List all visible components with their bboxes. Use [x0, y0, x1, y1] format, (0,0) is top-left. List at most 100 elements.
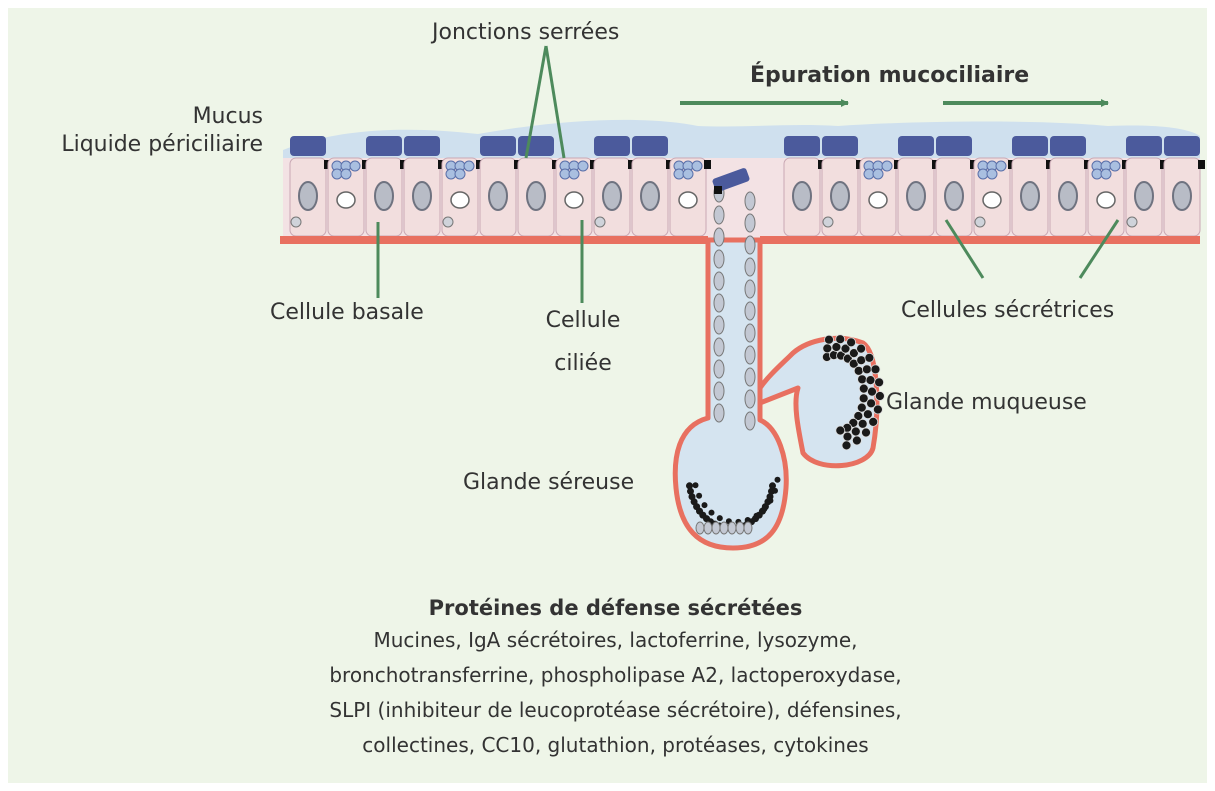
mucous-granule — [866, 376, 875, 385]
duct-cell-nucleus — [714, 338, 724, 356]
duct-cell-nucleus — [714, 382, 724, 400]
ciliated-cell-nucleus — [603, 182, 621, 210]
ciliated-cell-nucleus — [907, 182, 925, 210]
cilia-cap — [822, 136, 858, 156]
ciliated-cell-nucleus — [1135, 182, 1153, 210]
ciliated-cell-nucleus — [1173, 182, 1191, 210]
mucous-granule — [825, 335, 834, 344]
duct-cell-nucleus — [714, 360, 724, 378]
secretory-cell-nucleus — [679, 192, 697, 208]
cilia-cap — [1126, 136, 1162, 156]
mucous-granule — [847, 338, 856, 347]
duct-cell-nucleus — [745, 390, 755, 408]
basement-membrane-right — [760, 236, 1200, 244]
basal-cell — [975, 217, 985, 227]
mucous-granule — [858, 375, 867, 384]
basal-cell — [595, 217, 605, 227]
ciliated-cell-nucleus — [527, 182, 545, 210]
secretory-cell-nucleus — [451, 192, 469, 208]
basement-membrane-left — [280, 236, 708, 244]
duct-cell-nucleus — [745, 236, 755, 254]
serous-granule — [775, 477, 781, 483]
serous-granule — [709, 510, 715, 516]
mucous-granule — [851, 427, 860, 436]
tight-junction — [704, 160, 711, 169]
mucous-granule — [823, 344, 832, 353]
ciliated-cell-nucleus — [1059, 182, 1077, 210]
mucous-granule — [865, 353, 874, 362]
secretory-vesicle — [569, 169, 579, 179]
mucous-granule — [871, 365, 880, 374]
basal-cell — [291, 217, 301, 227]
mucous-granule — [875, 392, 884, 401]
mucous-granule — [873, 405, 882, 414]
mucous-granule — [862, 428, 871, 437]
duct-cell-nucleus — [745, 214, 755, 232]
label-cellule-basale: Cellule basale — [270, 300, 424, 326]
ciliated-cell-nucleus — [945, 182, 963, 210]
ciliated-cell-nucleus — [375, 182, 393, 210]
secretory-vesicle — [464, 161, 474, 171]
mucous-granule — [836, 335, 845, 344]
duct-cell-nucleus — [745, 324, 755, 342]
serous-cell-nucleus — [744, 522, 752, 534]
duct-cell-nucleus — [714, 316, 724, 334]
duct-cell-nucleus — [714, 404, 724, 422]
cilia-cap — [936, 136, 972, 156]
cilia-cap — [1164, 136, 1200, 156]
serous-cell-nucleus — [720, 522, 728, 534]
secretory-vesicle — [455, 169, 465, 179]
serous-cell-nucleus — [704, 522, 712, 534]
duct-cell-nucleus — [745, 346, 755, 364]
defense-proteins-title: Protéines de défense sécrétées — [308, 593, 923, 623]
label-jonctions-serrees: Jonctions serrées — [432, 20, 619, 46]
duct-cell-nucleus — [714, 272, 724, 290]
secretory-vesicle — [341, 169, 351, 179]
label-epuration-mucociliaire: Épuration mucociliaire — [750, 63, 1029, 89]
duct-cell-nucleus — [745, 368, 755, 386]
serous-granule — [754, 513, 760, 519]
defense-proteins-line: SLPI (inhibiteur de leucoprotéase sécrét… — [308, 693, 923, 728]
serous-granule — [702, 502, 708, 508]
mucous-granule — [858, 419, 867, 428]
secretory-vesicle — [996, 161, 1006, 171]
mucous-granule — [863, 410, 872, 419]
serous-granule — [772, 488, 778, 494]
duct-cell-nucleus — [745, 280, 755, 298]
mucous-granule — [842, 441, 851, 450]
label-mucus: Mucus — [68, 104, 263, 130]
ciliated-cell-nucleus — [1021, 182, 1039, 210]
mucous-granule — [859, 384, 868, 393]
cilia-cap — [290, 136, 326, 156]
defense-proteins-line: collectines, CC10, glutathion, protéases… — [308, 728, 923, 763]
label-cellules-secretrices: Cellules sécrétrices — [901, 298, 1114, 324]
mucous-granule — [836, 426, 845, 435]
serous-granule — [717, 515, 723, 521]
secretory-cell-nucleus — [869, 192, 887, 208]
ciliated-cell-nucleus — [831, 182, 849, 210]
duct-cell-nucleus — [714, 250, 724, 268]
secretory-vesicle — [692, 161, 702, 171]
secretory-vesicle — [873, 169, 883, 179]
defense-proteins-block: Protéines de défense sécrétées Mucines, … — [308, 593, 923, 763]
ciliated-cell-nucleus — [641, 182, 659, 210]
gland-outline — [675, 240, 877, 548]
cilia-cap — [366, 136, 402, 156]
secretory-vesicle — [1110, 161, 1120, 171]
ciliated-cell-nucleus — [299, 182, 317, 210]
ciliated-cell-nucleus — [489, 182, 507, 210]
duct-cell-nucleus — [714, 206, 724, 224]
mucous-granule — [875, 378, 884, 387]
cilia-cap — [784, 136, 820, 156]
duct-cell-nucleus — [745, 192, 755, 210]
duct-cell-nucleus — [745, 302, 755, 320]
label-liquide-periciliaire: Liquide périciliaire — [8, 132, 263, 158]
cilia-cap — [594, 136, 630, 156]
mucous-granule — [854, 366, 863, 375]
secretory-vesicle — [882, 161, 892, 171]
cilia-cap — [404, 136, 440, 156]
duct-cell-nucleus — [714, 228, 724, 246]
cilia-cap — [518, 136, 554, 156]
mucous-granule — [868, 387, 877, 396]
label-glande-sereuse: Glande séreuse — [463, 470, 634, 496]
